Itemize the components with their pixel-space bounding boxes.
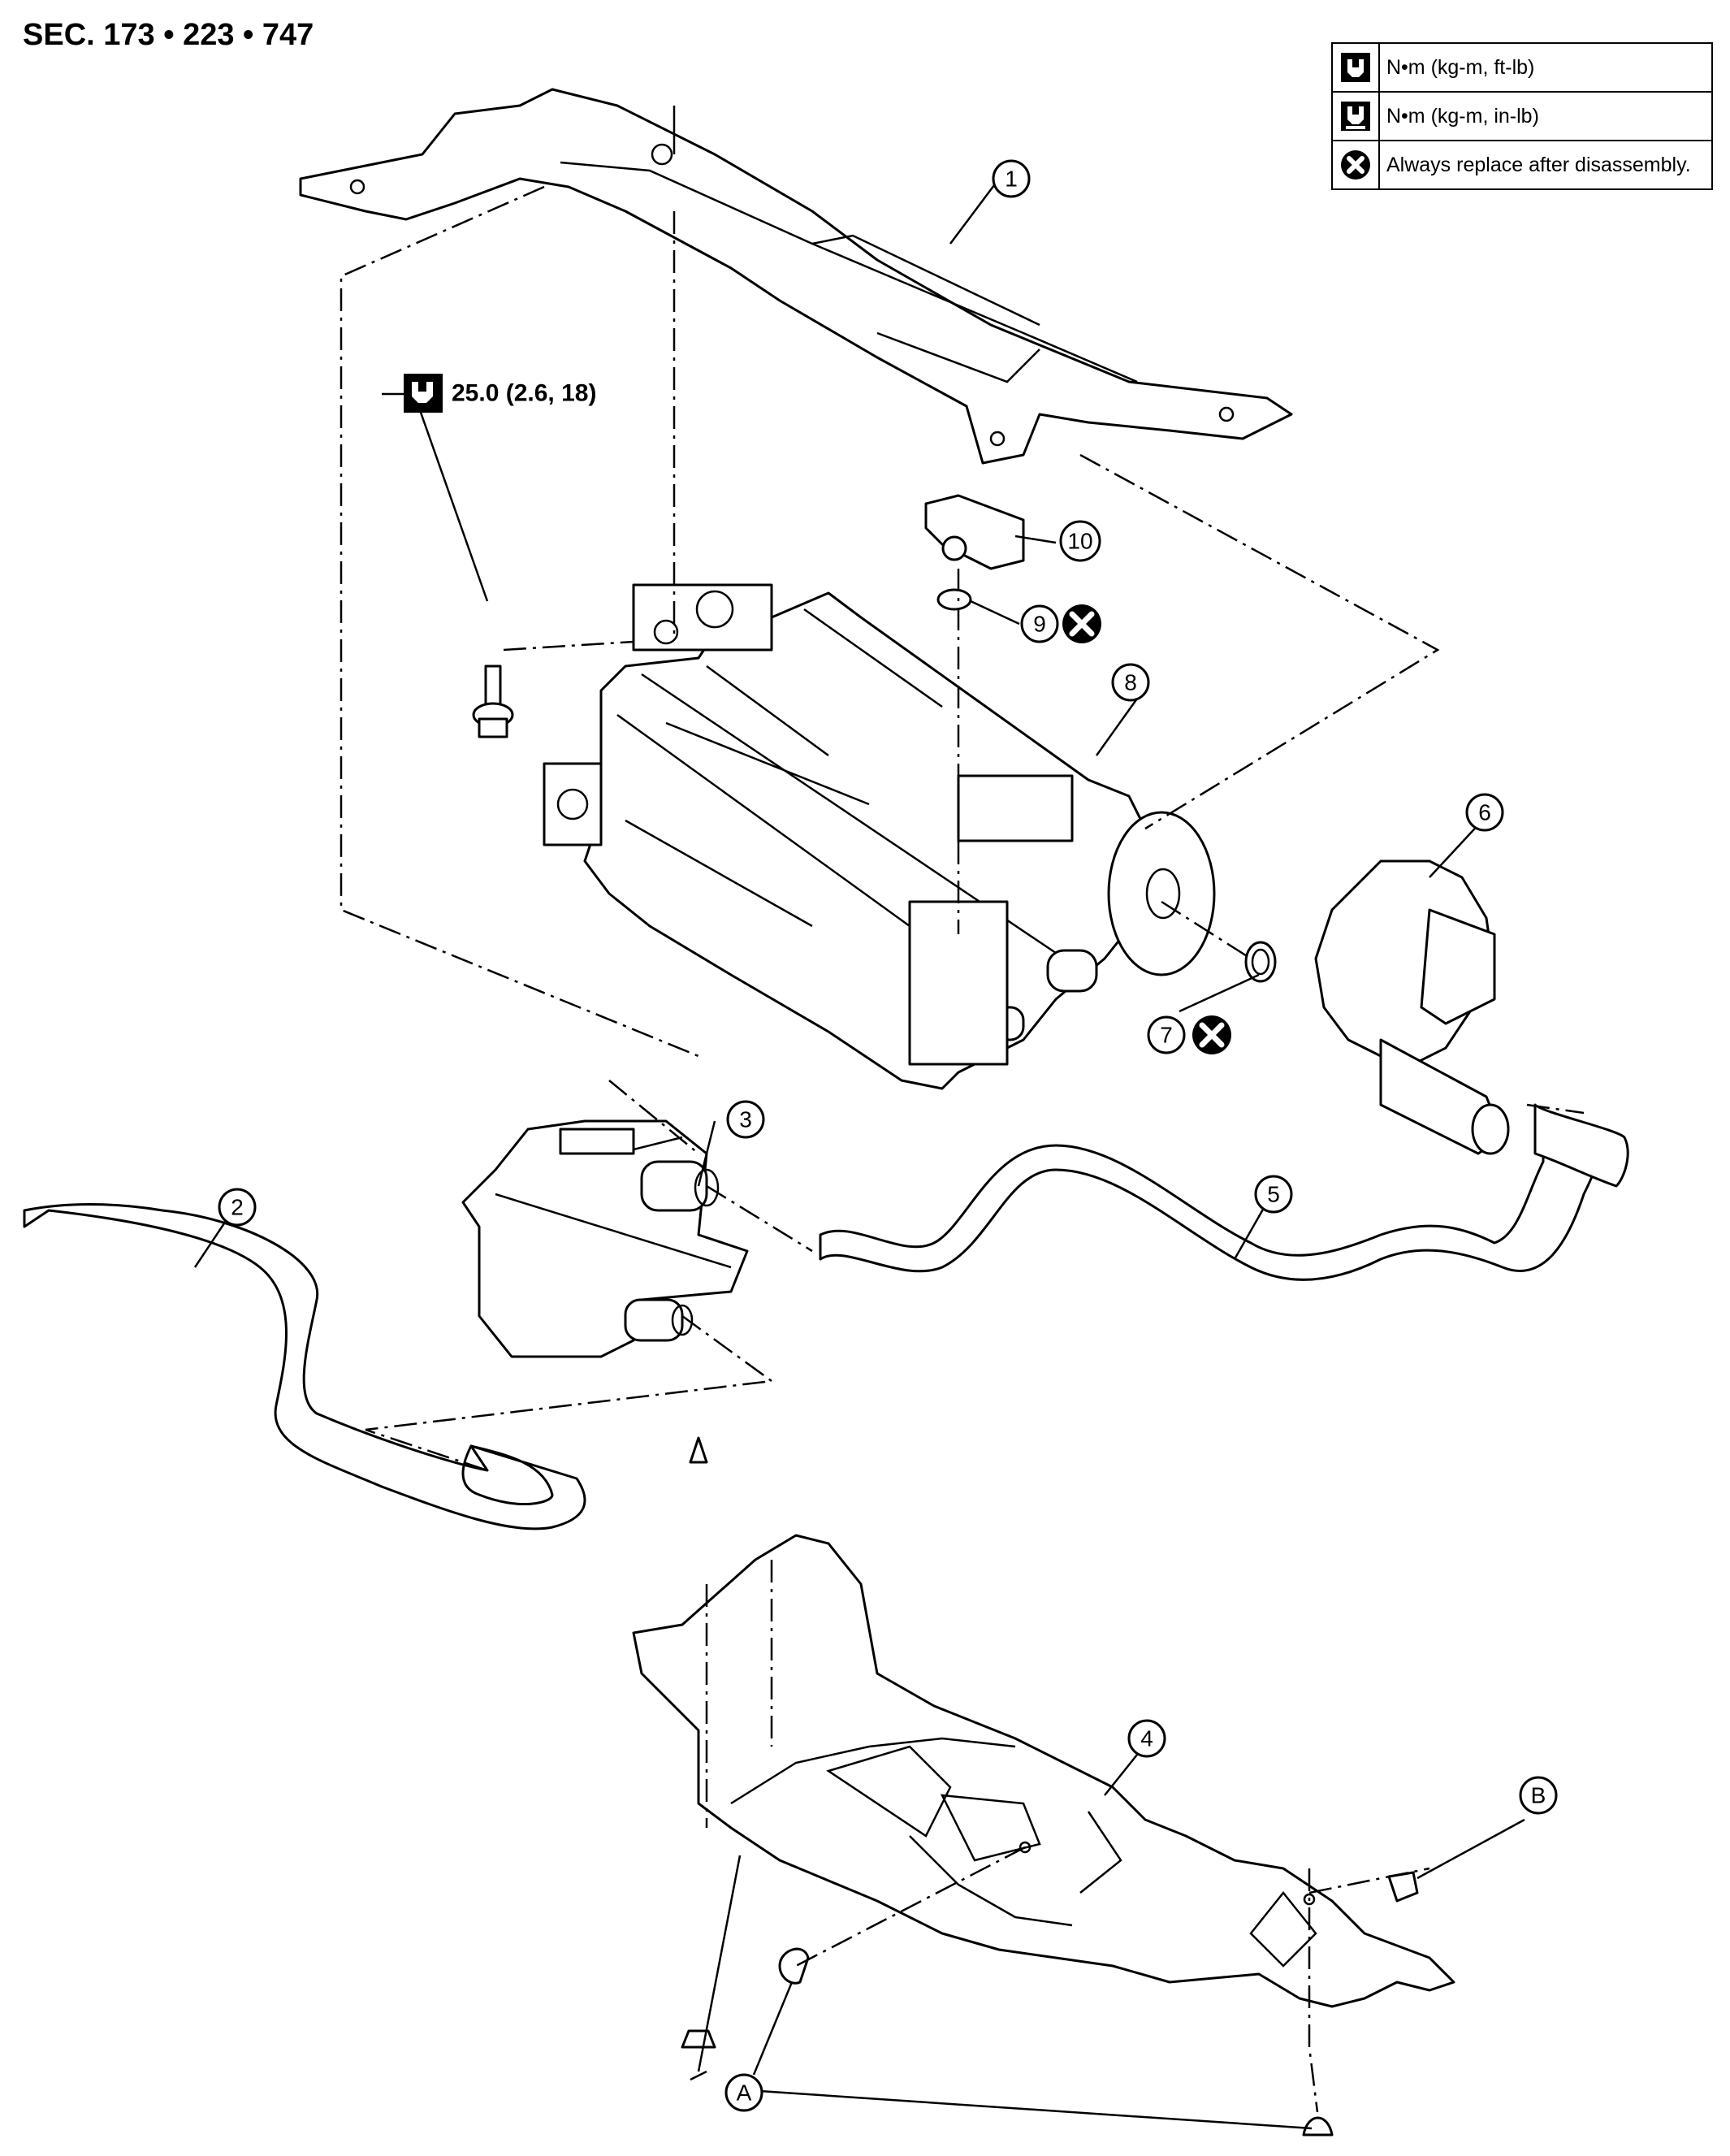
callout-6: 6 — [1465, 793, 1504, 832]
svg-text:9: 9 — [1033, 612, 1046, 637]
svg-text:1: 1 — [1005, 167, 1018, 192]
bolt — [472, 665, 514, 738]
torque-wrench-ftlb-icon — [1333, 44, 1380, 91]
hose-part-2 — [23, 1203, 586, 1530]
shield-part-4 — [632, 1534, 1455, 2008]
clip-a-1 — [681, 1436, 716, 2049]
replace-x-icon — [1062, 604, 1101, 643]
svg-text:6: 6 — [1478, 800, 1491, 825]
sensor-part-10 — [924, 494, 1025, 570]
replace-x-icon — [1192, 1015, 1231, 1054]
svg-text:3: 3 — [739, 1107, 752, 1132]
svg-text:5: 5 — [1267, 1182, 1280, 1207]
legend-text-replace: Always replace after disassembly. — [1386, 153, 1691, 176]
callout-10: 10 — [1059, 520, 1101, 562]
svg-text:A: A — [737, 2080, 752, 2106]
legend-text-ftlb: N•m (kg-m, ft-lb) — [1386, 55, 1535, 79]
valve-part-6 — [1314, 859, 1510, 1155]
section-title: SEC. 173 • 223 • 747 — [23, 18, 314, 52]
callout-4: 4 — [1127, 1719, 1166, 1758]
legend-table: N•m (kg-m, ft-lb) N•m (kg-m, in-lb) Alwa… — [1331, 42, 1713, 190]
torque-spec: 25.0 (2.6, 18) — [404, 374, 596, 413]
assembly-lines — [340, 185, 1585, 2113]
o-ring-part-9 — [936, 588, 972, 611]
leader-lines — [193, 178, 1525, 2130]
hose-part-5 — [819, 1103, 1629, 1281]
svg-text:10: 10 — [1067, 529, 1092, 554]
callout-b: B — [1519, 1776, 1558, 1815]
o-ring-part-7 — [1244, 941, 1277, 983]
callout-8: 8 — [1111, 663, 1150, 702]
callout-5: 5 — [1254, 1175, 1293, 1214]
callout-2: 2 — [218, 1188, 257, 1227]
svg-text:7: 7 — [1160, 1023, 1173, 1048]
filter-part-3 — [461, 1119, 749, 1358]
callout-a: A — [724, 2073, 763, 2112]
legend-row-replace: Always replace after disassembly. — [1333, 141, 1711, 188]
callout-1: 1 — [992, 159, 1031, 198]
bracket-part-1 — [299, 88, 1293, 465]
callout-9: 9 — [1020, 604, 1059, 643]
svg-text:4: 4 — [1140, 1726, 1153, 1751]
legend-row-inlb: N•m (kg-m, in-lb) — [1333, 93, 1711, 141]
clip-a-2 — [778, 1947, 810, 1985]
torque-value: 25.0 (2.6, 18) — [452, 380, 596, 407]
replace-x-icon — [1333, 141, 1380, 188]
svg-text:2: 2 — [231, 1195, 244, 1220]
callout-3: 3 — [726, 1100, 765, 1139]
callout-7: 7 — [1147, 1015, 1186, 1054]
torque-wrench-inlb-icon — [1333, 93, 1380, 140]
legend-text-inlb: N•m (kg-m, in-lb) — [1386, 104, 1539, 128]
canister-part-8 — [543, 583, 1216, 1090]
clip-a-3 — [1302, 2116, 1334, 2137]
legend-row-ftlb: N•m (kg-m, ft-lb) — [1333, 44, 1711, 93]
svg-text:8: 8 — [1124, 670, 1137, 695]
svg-text:B: B — [1531, 1783, 1546, 1808]
